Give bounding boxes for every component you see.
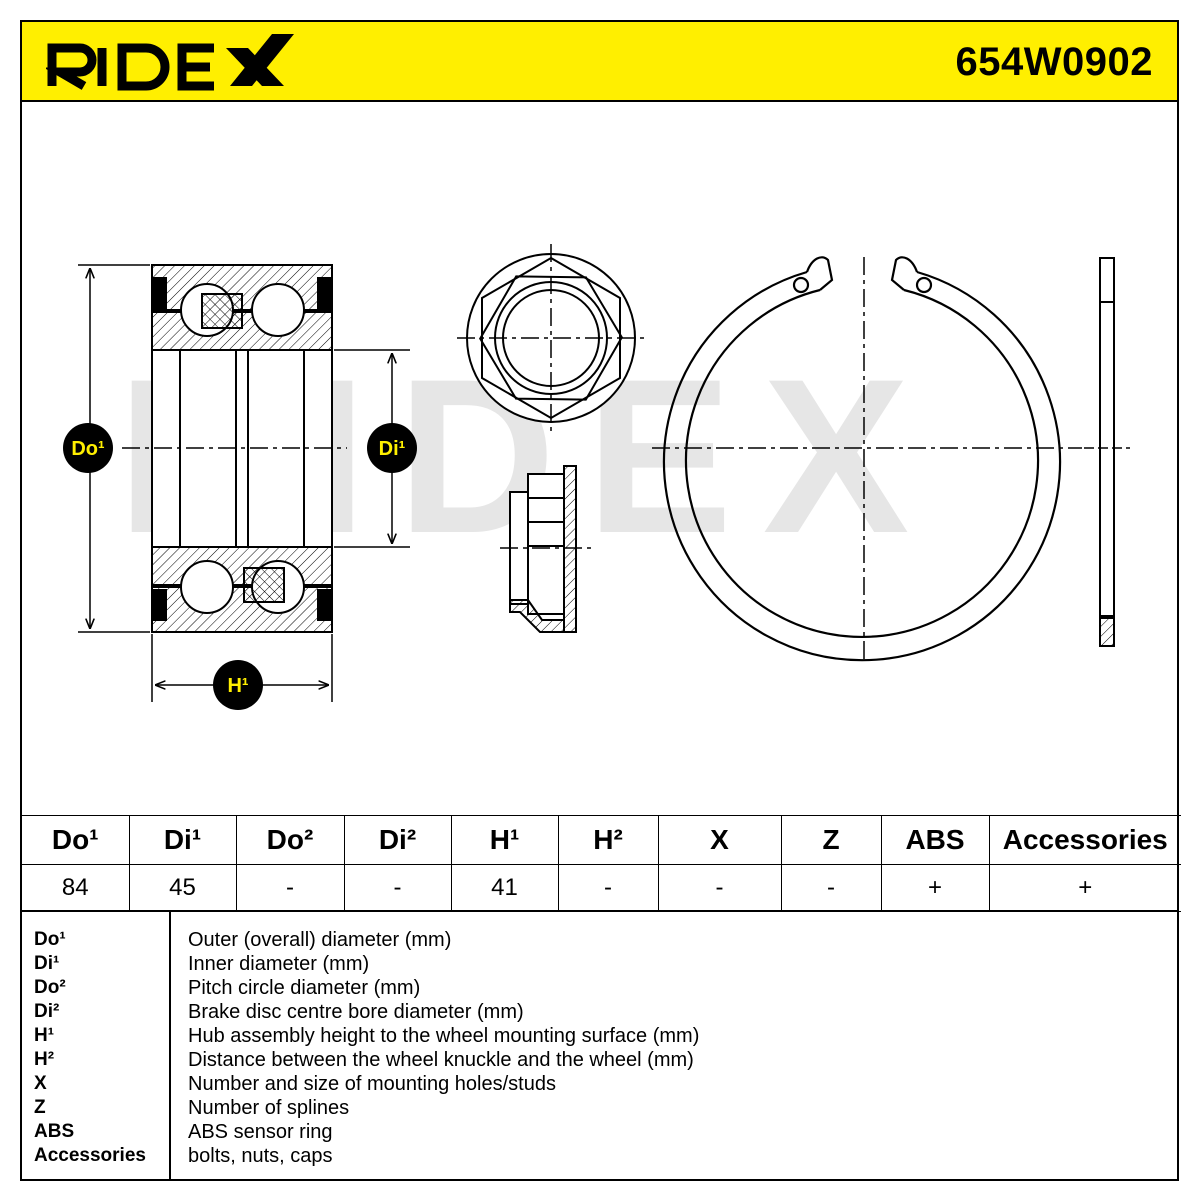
table-value-row: 84 45 - - 41 - - - + + (22, 864, 1181, 912)
h1-badge: H¹ (213, 660, 263, 710)
table-value-cell: - (780, 864, 882, 912)
technical-drawing: RIDEX (63, 244, 1130, 710)
spec-table: Do¹ Di¹ Do² Di² H¹ H² X Z ABS Accessorie… (22, 815, 1181, 912)
product-sheet: RIDEX (20, 20, 1181, 1181)
legend-desc: Number of splines (188, 1097, 350, 1119)
table-header-row: Do¹ Di¹ Do² Di² H¹ H² X Z ABS Accessorie… (22, 815, 1181, 865)
legend-desc: Hub assembly height to the wheel mountin… (188, 1025, 700, 1047)
legend-desc: ABS sensor ring (188, 1121, 333, 1143)
header-bar: 654W0902 (22, 22, 1177, 102)
legend-desc: bolts, nuts, caps (188, 1145, 333, 1167)
legend-key: Do² (34, 977, 66, 998)
part-number: 654W0902 (955, 40, 1153, 84)
legend-desc: Distance between the wheel knuckle and t… (188, 1049, 694, 1071)
table-value-cell: 84 (22, 864, 130, 912)
table-header-cell: Do¹ (22, 815, 130, 865)
table-value-cell: - (657, 864, 782, 912)
table-value-cell: + (988, 864, 1181, 912)
nut-front-view (457, 244, 645, 432)
table-value-cell: 45 (128, 864, 237, 912)
table-header-cell: H² (557, 815, 659, 865)
table-header-cell: X (657, 815, 782, 865)
legend-key: ABS (34, 1121, 75, 1142)
legend: Do¹ Di¹ Do² Di² H¹ H² X Z ABS Accessorie… (22, 910, 1177, 1181)
legend-key: H² (34, 1049, 55, 1070)
legend-desc: Inner diameter (mm) (188, 953, 370, 975)
circlip-side-view (1084, 257, 1130, 647)
table-header-cell: Do² (235, 815, 345, 865)
legend-key: Di¹ (34, 953, 60, 974)
table-header-cell: Di² (343, 815, 452, 865)
table-value-cell: + (880, 864, 990, 912)
do1-label: Do¹ (71, 438, 105, 460)
legend-key: Do¹ (34, 929, 66, 950)
table-header-cell: Di¹ (128, 815, 237, 865)
di1-badge: Di¹ (367, 423, 417, 473)
table-header-cell: ABS (880, 815, 990, 865)
legend-key: H¹ (34, 1025, 55, 1046)
table-value-cell: 41 (450, 864, 559, 912)
circlip-front-view (652, 256, 1082, 662)
table-value-cell: - (343, 864, 452, 912)
table-value-cell: - (557, 864, 659, 912)
legend-key: Accessories (34, 1145, 146, 1166)
table-value-cell: - (235, 864, 345, 912)
table-header-cell: Z (780, 815, 882, 865)
h1-label: H¹ (227, 675, 248, 697)
legend-desc: Outer (overall) diameter (mm) (188, 929, 452, 951)
table-header-cell: H¹ (450, 815, 559, 865)
legend-descriptions: Outer (overall) diameter (mm) Inner diam… (188, 928, 699, 1168)
ridex-logo (46, 34, 294, 91)
legend-keys: Do¹ Di¹ Do² Di² H¹ H² X Z ABS Accessorie… (34, 928, 146, 1168)
legend-desc: Number and size of mounting holes/studs (188, 1073, 556, 1095)
di1-label: Di¹ (379, 438, 406, 460)
legend-desc: Pitch circle diameter (mm) (188, 977, 421, 999)
legend-desc: Brake disc centre bore diameter (mm) (188, 1001, 524, 1023)
table-header-cell: Accessories (988, 815, 1181, 865)
legend-key: Di² (34, 1001, 60, 1022)
legend-key: X (34, 1073, 47, 1094)
bearing-section (122, 264, 347, 633)
nut-side-view (500, 465, 592, 633)
legend-key: Z (34, 1097, 46, 1118)
legend-divider (169, 912, 171, 1181)
do1-badge: Do¹ (63, 423, 113, 473)
